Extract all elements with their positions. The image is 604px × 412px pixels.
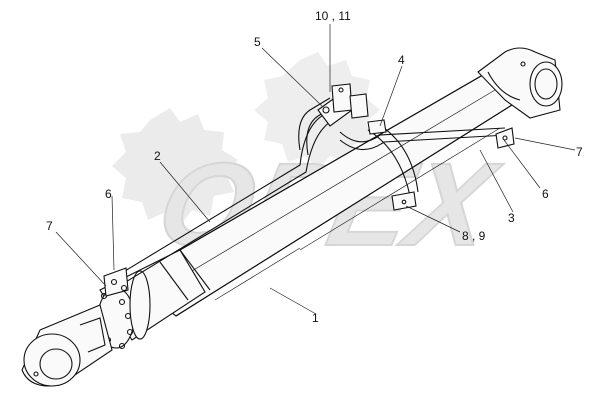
rod-eye-left — [21, 304, 113, 387]
callout-1: 1 — [312, 311, 319, 325]
callout-7-right: 7 — [576, 145, 583, 159]
watermark: OPEX — [112, 52, 511, 272]
pipe-clamp-left — [103, 267, 129, 297]
callout-2: 2 — [154, 149, 161, 163]
callout-5: 5 — [254, 35, 261, 49]
pipe-clamp-top — [317, 83, 369, 127]
strap-clamp — [367, 119, 419, 211]
callout-3: 3 — [508, 211, 515, 225]
leader-lines — [55, 24, 576, 315]
callout-6-right: 6 — [542, 187, 549, 201]
callout-7-left: 7 — [46, 219, 53, 233]
callout-6-left: 6 — [105, 187, 112, 201]
rod-end-eye — [477, 47, 563, 119]
callout-4: 4 — [398, 53, 405, 67]
callout-10-11: 10 , 11 — [315, 9, 351, 23]
pipe-clamp-right — [495, 127, 515, 149]
callout-8-9: 8 , 9 — [462, 229, 486, 243]
callout-labels: 10 , 11 5 4 2 7 6 6 7 8 , 9 3 1 — [46, 9, 583, 325]
